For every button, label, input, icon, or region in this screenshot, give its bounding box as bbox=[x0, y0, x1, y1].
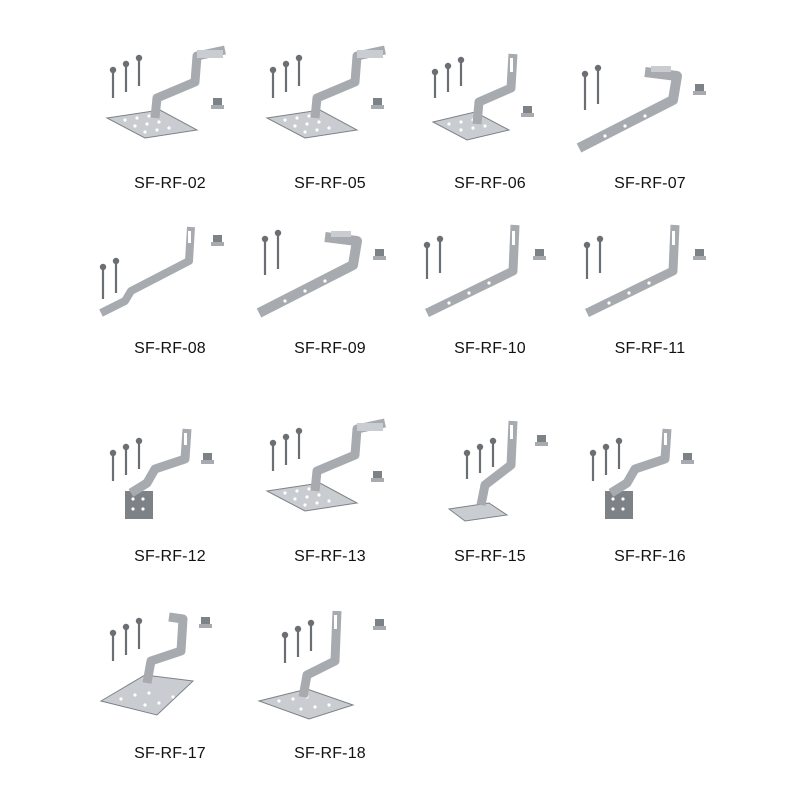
product-card[interactable]: SF-RF-09 bbox=[245, 205, 415, 375]
screw-icon bbox=[135, 437, 143, 469]
screw-icon bbox=[476, 443, 484, 473]
product-label: SF-RF-07 bbox=[614, 175, 686, 192]
product-card[interactable]: SF-RF-13 bbox=[245, 413, 415, 583]
product-card[interactable]: SF-RF-12 bbox=[85, 413, 255, 583]
screw-icon bbox=[281, 631, 289, 663]
product-card[interactable]: SF-RF-05 bbox=[245, 40, 415, 210]
product-label: SF-RF-16 bbox=[614, 548, 686, 565]
screw-icon bbox=[282, 60, 290, 92]
product-card[interactable]: SF-RF-10 bbox=[405, 205, 575, 375]
screw-icon bbox=[431, 68, 439, 98]
roof-hook-bracket-icon bbox=[109, 428, 214, 519]
hammer-nut-icon bbox=[211, 235, 224, 246]
hammer-nut-icon bbox=[693, 249, 706, 260]
hammer-nut-icon bbox=[693, 84, 706, 95]
roof-hook-bracket-icon bbox=[583, 224, 706, 318]
screw-icon bbox=[423, 241, 431, 279]
screw-icon bbox=[596, 235, 604, 273]
roof-hook-bracket-icon bbox=[431, 53, 534, 141]
product-label: SF-RF-12 bbox=[134, 548, 206, 565]
screw-icon bbox=[109, 449, 117, 481]
screw-icon bbox=[99, 263, 107, 299]
product-card[interactable]: SF-RF-06 bbox=[405, 40, 575, 210]
product-label: SF-RF-13 bbox=[294, 548, 366, 565]
screw-icon bbox=[602, 443, 610, 475]
screw-icon bbox=[581, 70, 589, 110]
screw-icon bbox=[583, 241, 591, 279]
product-card[interactable]: SF-RF-17 bbox=[85, 605, 255, 775]
product-label: SF-RF-05 bbox=[294, 175, 366, 192]
product-label: SF-RF-17 bbox=[134, 745, 206, 762]
product-card[interactable]: SF-RF-02 bbox=[85, 40, 255, 210]
screw-icon bbox=[615, 437, 623, 469]
hammer-nut-icon bbox=[199, 617, 212, 628]
screw-icon bbox=[112, 257, 120, 293]
roof-hook-bracket-icon bbox=[589, 428, 694, 519]
roof-hook-bracket-icon bbox=[105, 45, 226, 139]
screw-icon bbox=[269, 439, 277, 471]
product-card[interactable]: SF-RF-07 bbox=[565, 40, 735, 210]
product-card[interactable]: SF-RF-18 bbox=[245, 605, 415, 775]
hammer-nut-icon bbox=[535, 435, 548, 446]
screw-icon bbox=[282, 433, 290, 465]
product-label: SF-RF-08 bbox=[134, 340, 206, 357]
screw-icon bbox=[109, 66, 117, 98]
product-card[interactable]: SF-RF-15 bbox=[405, 413, 575, 583]
hammer-nut-icon bbox=[201, 453, 214, 464]
roof-hook-bracket-icon bbox=[423, 224, 546, 318]
screw-icon bbox=[444, 62, 452, 92]
screw-icon bbox=[307, 619, 315, 651]
screw-icon bbox=[295, 427, 303, 459]
screw-icon bbox=[122, 60, 130, 92]
roof-hook-bracket-icon bbox=[256, 229, 386, 318]
screw-icon bbox=[489, 437, 497, 467]
hammer-nut-icon bbox=[211, 98, 224, 109]
screw-icon bbox=[589, 449, 597, 481]
hammer-nut-icon bbox=[371, 98, 384, 109]
screw-icon bbox=[135, 54, 143, 86]
product-label: SF-RF-02 bbox=[134, 175, 206, 192]
screw-icon bbox=[274, 229, 282, 269]
product-label: SF-RF-09 bbox=[294, 340, 366, 357]
screw-icon bbox=[122, 443, 130, 475]
screw-icon bbox=[457, 56, 465, 86]
screw-icon bbox=[269, 66, 277, 98]
hammer-nut-icon bbox=[371, 471, 384, 482]
screw-icon bbox=[135, 617, 143, 649]
screw-icon bbox=[261, 235, 269, 275]
product-label: SF-RF-06 bbox=[454, 175, 526, 192]
roof-hook-bracket-icon bbox=[99, 612, 212, 716]
screw-icon bbox=[594, 64, 602, 104]
hammer-nut-icon bbox=[681, 453, 694, 464]
product-card[interactable]: SF-RF-08 bbox=[85, 205, 255, 375]
product-label: SF-RF-11 bbox=[614, 340, 686, 357]
roof-hook-bracket-icon bbox=[265, 45, 386, 139]
hammer-nut-icon bbox=[533, 249, 546, 260]
hammer-nut-icon bbox=[373, 249, 386, 260]
screw-icon bbox=[463, 449, 471, 479]
product-label: SF-RF-10 bbox=[454, 340, 526, 357]
roof-hook-bracket-icon bbox=[576, 64, 706, 153]
product-label: SF-RF-18 bbox=[294, 745, 366, 762]
product-label: SF-RF-15 bbox=[454, 548, 526, 565]
screw-icon bbox=[122, 623, 130, 655]
hammer-nut-icon bbox=[373, 619, 386, 630]
roof-hook-bracket-icon bbox=[265, 418, 386, 512]
screw-icon bbox=[436, 235, 444, 273]
product-card[interactable]: SF-RF-16 bbox=[565, 413, 735, 583]
screw-icon bbox=[295, 54, 303, 86]
product-card[interactable]: SF-RF-11 bbox=[565, 205, 735, 375]
screw-icon bbox=[294, 625, 302, 657]
roof-hook-bracket-icon bbox=[447, 420, 548, 522]
roof-hook-bracket-icon bbox=[257, 610, 386, 720]
screw-icon bbox=[109, 629, 117, 661]
hammer-nut-icon bbox=[521, 106, 534, 117]
roof-hook-bracket-icon bbox=[99, 226, 224, 317]
